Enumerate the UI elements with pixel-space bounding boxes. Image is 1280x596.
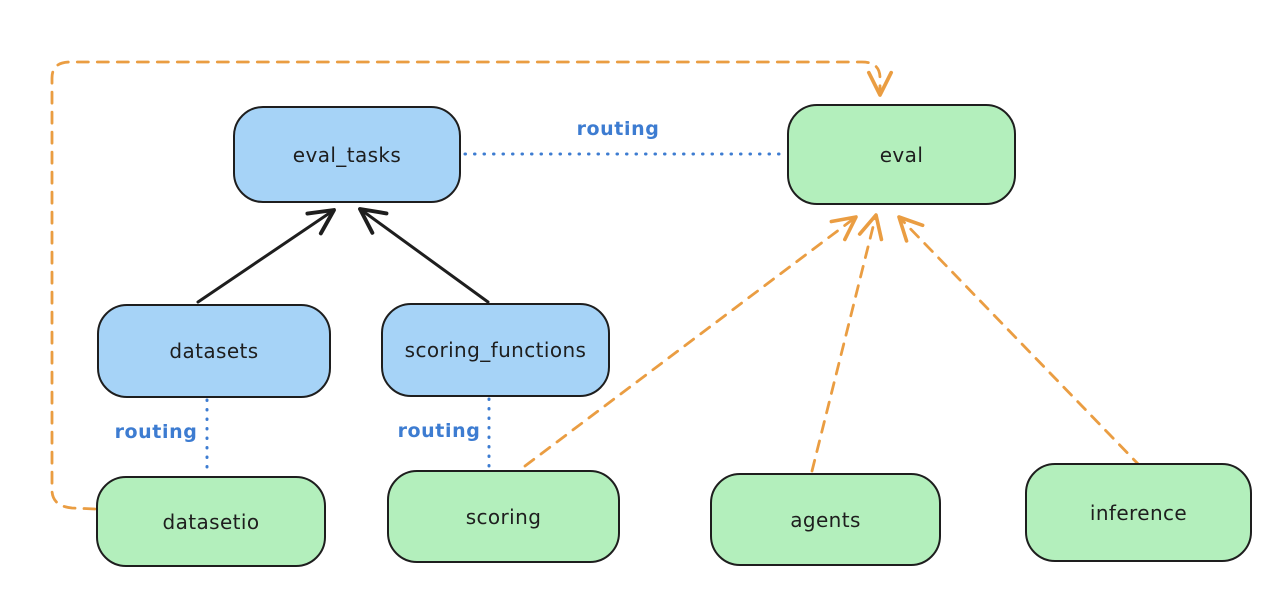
node-agents: agents: [710, 473, 941, 566]
node-datasetio: datasetio: [96, 476, 326, 567]
routing-label-top: routing: [576, 118, 660, 140]
node-eval-label: eval: [879, 142, 924, 167]
node-inference-label: inference: [1089, 500, 1188, 525]
routing-label-left: routing: [114, 421, 198, 443]
node-scoring-functions-label: scoring_functions: [404, 338, 587, 362]
node-inference: inference: [1025, 463, 1252, 562]
node-scoring-label: scoring: [465, 504, 542, 529]
node-scoring: scoring: [387, 470, 620, 563]
node-scoring-functions: scoring_functions: [381, 303, 610, 397]
edge-datasets-to-eval-tasks: [196, 208, 336, 304]
edge-datasetio-to-eval-dashed-loop: [50, 60, 894, 511]
node-eval: eval: [787, 104, 1016, 205]
node-datasets: datasets: [97, 304, 331, 398]
routing-label-middle: routing: [397, 420, 481, 442]
node-eval-tasks: eval_tasks: [233, 106, 461, 203]
edge-scoring-functions-to-eval-tasks: [358, 207, 490, 304]
edge-agents-to-eval-dashed: [810, 213, 884, 473]
edge-inference-to-eval-dashed: [897, 215, 1143, 469]
node-datasetio-label: datasetio: [162, 509, 260, 534]
node-agents-label: agents: [790, 507, 861, 532]
edge-scoring-to-eval-dashed: [523, 215, 858, 468]
node-datasets-label: datasets: [169, 339, 259, 363]
node-eval-tasks-label: eval_tasks: [292, 142, 402, 167]
